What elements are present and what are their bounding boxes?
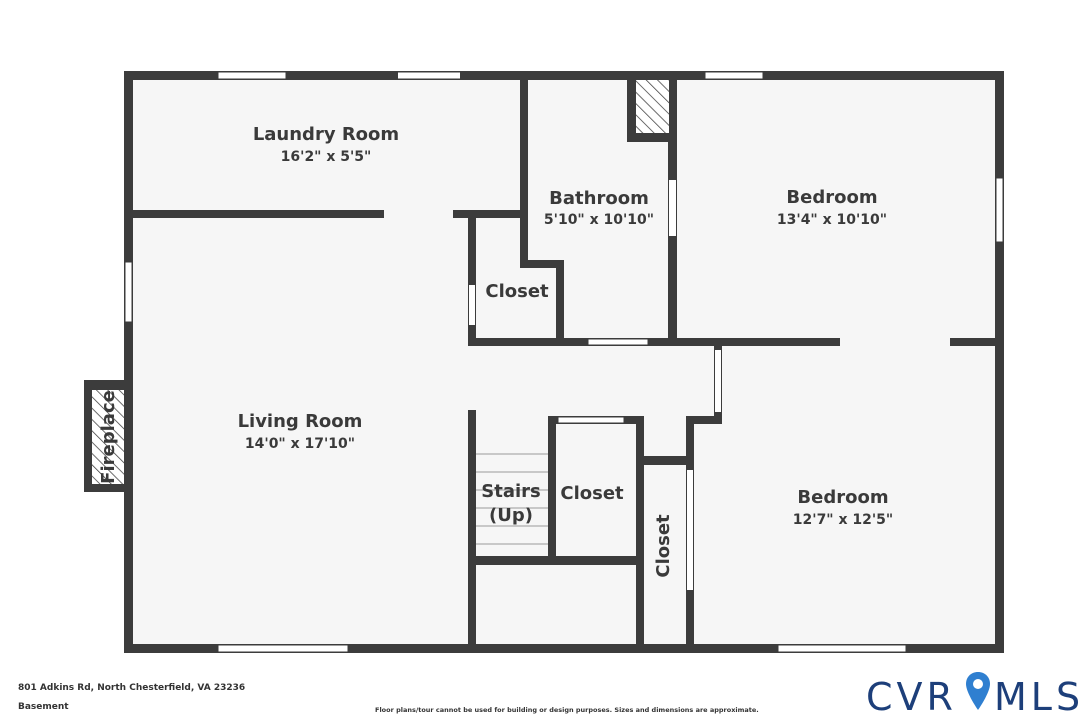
stairs-label: Stairs [481, 481, 540, 502]
room-name-closet3: Closet [653, 514, 674, 578]
room-name-closet2: Closet [560, 483, 624, 504]
room-name-bathroom: Bathroom [549, 188, 649, 209]
room-dims-laundry: 16'2" x 5'5" [281, 149, 372, 165]
room-name-laundry: Laundry Room [253, 124, 399, 145]
floor-level: Basement [18, 702, 69, 712]
floor-area [129, 76, 999, 648]
room-name-living: Living Room [238, 411, 363, 432]
fireplace [84, 380, 129, 492]
room-name-bedroom2: Bedroom [797, 487, 888, 508]
property-address: 801 Adkins Rd, North Chesterfield, VA 23… [18, 683, 246, 693]
window [124, 71, 1004, 653]
map-pin-icon [966, 672, 990, 710]
disclaimer: Floor plans/tour cannot be used for buil… [375, 706, 759, 714]
room-dims-bedroom2: 12'7" x 12'5" [793, 512, 893, 528]
room-name-bedroom1: Bedroom [786, 187, 877, 208]
chimney-flue [636, 80, 669, 133]
stairs-direction: (Up) [489, 505, 533, 526]
room-dims-living: 14'0" x 17'10" [245, 436, 355, 452]
windows [124, 71, 1004, 653]
fireplace-label: Fireplace [98, 390, 119, 484]
room-dims-bedroom1: 13'4" x 10'10" [777, 212, 887, 228]
stairs [476, 453, 548, 545]
logo-text-right: MLS [994, 675, 1084, 719]
room-dims-bathroom: 5'10" x 10'10" [544, 212, 654, 228]
cvrmls-logo: CVR MLS [866, 672, 1084, 719]
exterior-walls [124, 71, 1004, 653]
logo-text-left: CVR [866, 675, 957, 719]
room-name-closet1: Closet [485, 281, 549, 302]
